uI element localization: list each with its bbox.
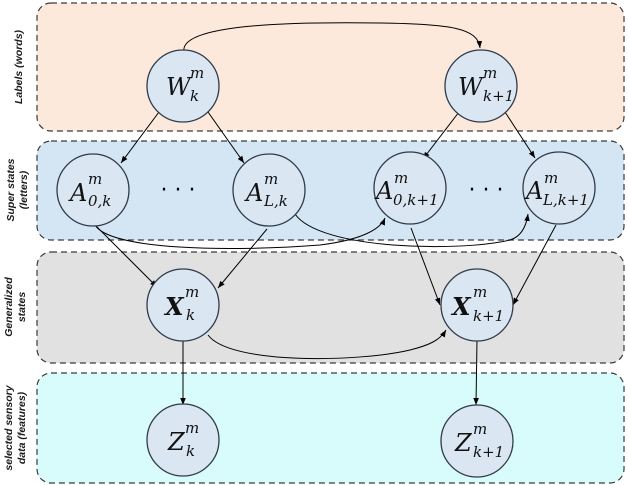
node-a-lk1: A m L,k+1 bbox=[522, 151, 596, 225]
node-a-lk1-base: A bbox=[524, 177, 543, 205]
node-a-lk1-sub: L,k+1 bbox=[542, 191, 589, 209]
node-w-k1: W m k+1 bbox=[444, 49, 518, 123]
node-w-k1-base: W bbox=[458, 73, 485, 101]
node-z-k1-sup: m bbox=[473, 420, 487, 438]
node-z-k-base: Z bbox=[167, 428, 186, 456]
edges bbox=[94, 22, 557, 406]
node-w-k-sup: m bbox=[190, 64, 204, 82]
edge-alk-to-alk1 bbox=[294, 213, 530, 248]
edge-alk-to-xk bbox=[217, 228, 268, 289]
node-w-k-sub: k bbox=[190, 87, 199, 105]
edge-a0k-to-a0k1 bbox=[94, 217, 386, 249]
edge-wk-to-a0k bbox=[120, 111, 160, 164]
sensory-band-line2: data (features) bbox=[16, 391, 28, 464]
node-x-k-base: X bbox=[163, 292, 185, 321]
generalized-band-line1: Generalized bbox=[3, 277, 15, 337]
node-a-0k1: A m 0,k+1 bbox=[373, 151, 447, 225]
node-x-k1-sup: m bbox=[473, 283, 487, 301]
node-z-k1-base: Z bbox=[454, 429, 473, 457]
labels-band bbox=[36, 2, 625, 132]
node-z-k1: Z m k+1 bbox=[440, 404, 514, 478]
edge-wk-to-wk1 bbox=[183, 22, 483, 53]
node-w-k1-sub: k+1 bbox=[483, 87, 514, 105]
node-a-0k-sup: m bbox=[88, 170, 102, 188]
node-x-k1-sub: k+1 bbox=[473, 307, 504, 325]
node-a-lk-sub: L,k bbox=[263, 192, 288, 210]
sensory-band-line1: selected sensory bbox=[3, 384, 15, 470]
edge-alk1-to-xk1 bbox=[512, 224, 557, 306]
labels-band-title: Labels (words) bbox=[13, 29, 25, 104]
sensory-data-band bbox=[36, 372, 625, 484]
node-a-0k: A m 0,k bbox=[56, 153, 130, 227]
super-band-title: Super states (letters) bbox=[5, 158, 30, 221]
node-a-0k1-base: A bbox=[374, 177, 393, 205]
sensory-band-title: selected sensory data (features) bbox=[3, 384, 28, 470]
node-z-k-sup: m bbox=[185, 419, 199, 437]
node-a-lk: A m L,k bbox=[232, 153, 306, 227]
generalized-states-band bbox=[36, 251, 625, 364]
ellipsis-left: · · · bbox=[161, 178, 196, 203]
edge-xk-to-xk1 bbox=[207, 329, 447, 360]
edge-xk1-to-zk1 bbox=[473, 339, 479, 406]
edge-a0k-to-xk bbox=[95, 225, 158, 288]
edge-wk1-to-alk1 bbox=[504, 111, 536, 159]
node-w-k1-sup: m bbox=[483, 64, 497, 82]
node-a-lk-sup: m bbox=[264, 170, 278, 188]
generalized-band-title: Generalized states bbox=[3, 277, 28, 337]
super-band-line2: (letters) bbox=[18, 170, 30, 209]
node-z-k1-sub: k+1 bbox=[473, 443, 504, 461]
node-a-0k1-sub: 0,k+1 bbox=[393, 191, 439, 209]
node-z-k-sub: k bbox=[186, 442, 195, 460]
node-a-0k-base: A bbox=[68, 179, 87, 207]
node-x-k-sub: k bbox=[186, 306, 195, 324]
node-z-k: Z m k bbox=[146, 403, 220, 477]
node-x-k: X m k bbox=[146, 268, 220, 342]
node-x-k1-base: X bbox=[450, 292, 472, 321]
node-x-k-sup: m bbox=[185, 283, 199, 301]
edge-a0k1-to-xk1 bbox=[410, 227, 441, 306]
node-a-lk1-sup: m bbox=[544, 169, 558, 187]
node-a-0k1-sup: m bbox=[394, 169, 408, 187]
node-a-lk-base: A bbox=[244, 179, 263, 207]
edge-wk-to-alk bbox=[207, 111, 245, 164]
node-w-k: W m k bbox=[146, 49, 220, 123]
generalized-band-line2: states bbox=[16, 292, 28, 323]
super-band-line1: Super states bbox=[5, 158, 17, 221]
ellipsis-right: · · · bbox=[469, 178, 504, 203]
labels-band-line1: Labels (words) bbox=[13, 29, 25, 104]
edge-wk1-to-a0k1 bbox=[422, 111, 460, 160]
node-a-0k-sub: 0,k bbox=[88, 192, 111, 210]
super-states-band bbox=[36, 140, 625, 241]
node-w-k-base: W bbox=[166, 73, 193, 101]
node-x-k1: X m k+1 bbox=[440, 268, 514, 342]
